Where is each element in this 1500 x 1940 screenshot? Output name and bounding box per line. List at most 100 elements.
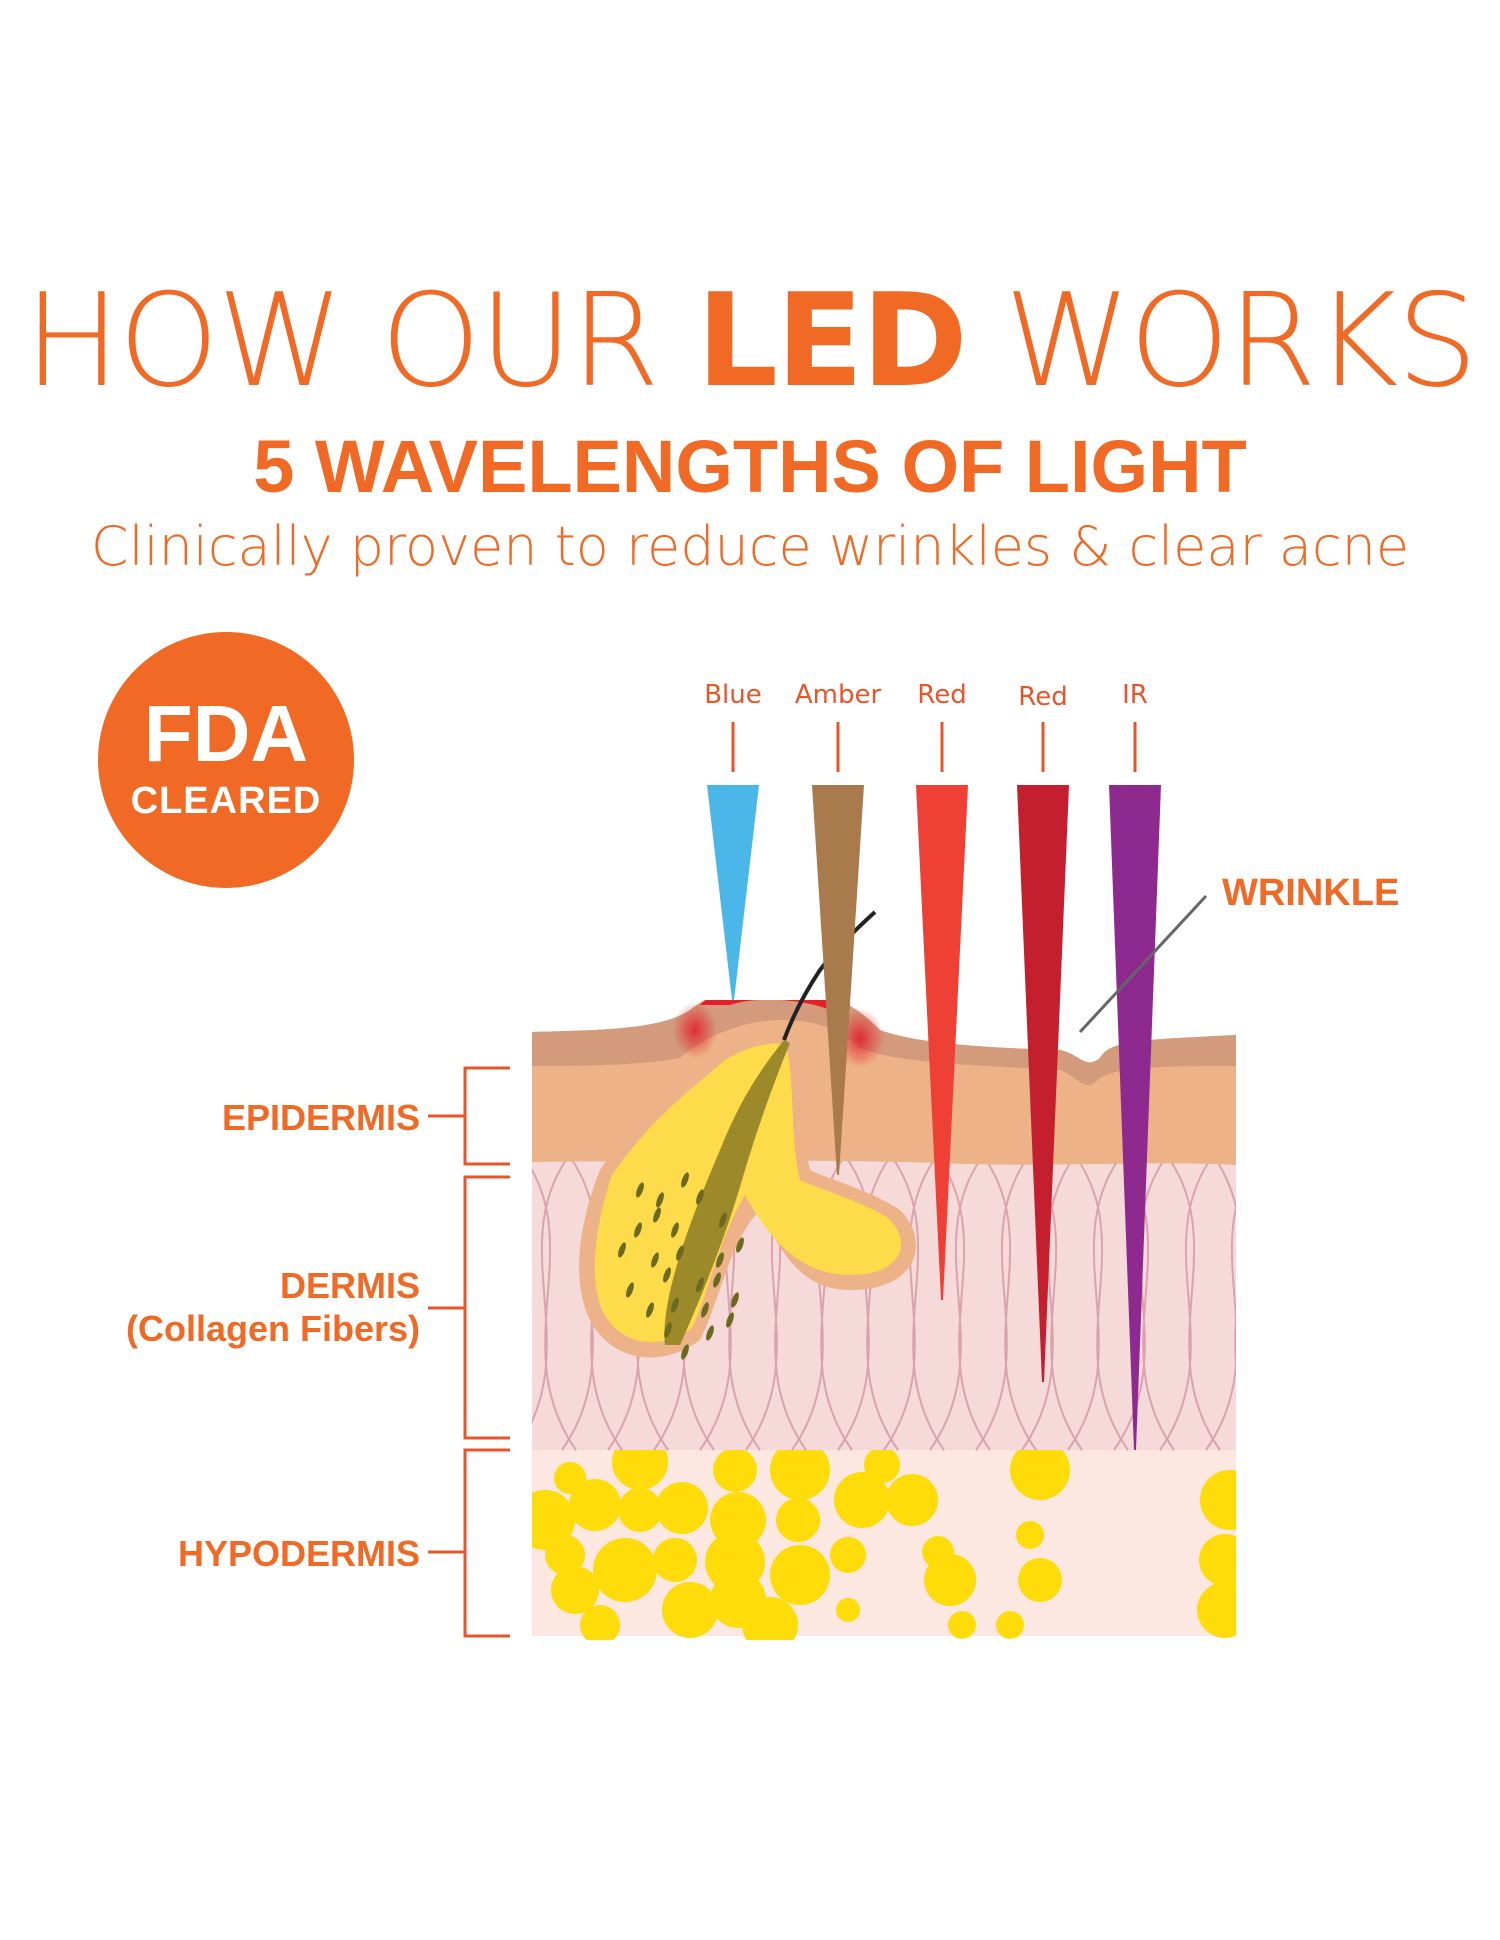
fat-cell <box>551 1566 599 1614</box>
layer-brackets <box>428 1066 510 1638</box>
hypodermis-layer <box>532 1434 1236 1640</box>
bacteria-dot <box>646 1302 654 1318</box>
wavelength-label: Red <box>1018 682 1068 712</box>
subtitle: 5 WAVELENGTHS OF LIGHT <box>253 425 1247 508</box>
collagen-fiber <box>929 1159 981 1451</box>
fat-cell <box>593 1538 657 1602</box>
bacteria-dot <box>719 1212 727 1228</box>
fat-cell <box>836 1598 860 1622</box>
bacteria-dot <box>736 1237 744 1253</box>
bacteria-dots <box>618 1172 744 1360</box>
fat-cell <box>886 1474 938 1526</box>
fat-cell <box>580 1605 620 1640</box>
fat-cell <box>742 1597 798 1640</box>
bacteria-dot <box>664 1322 672 1338</box>
bacteria-dot <box>634 1222 642 1238</box>
beam-red-2 <box>916 785 968 1300</box>
collagen-fiber <box>1169 1159 1221 1451</box>
light-beams <box>707 722 1161 1450</box>
fat-cell <box>864 1447 900 1483</box>
beam-amber-1 <box>812 785 864 1175</box>
collagen-fiber <box>1077 1159 1129 1451</box>
dermis-label: DERMIS (Collagen Fibers) <box>80 1264 420 1350</box>
fat-cell <box>1018 1558 1062 1602</box>
fat-cell <box>776 1498 820 1542</box>
collagen-fiber <box>1067 1159 1119 1451</box>
epidermis-label: EPIDERMIS <box>221 1097 420 1138</box>
fat-cell <box>1197 1582 1236 1638</box>
fat-cell <box>618 1488 662 1532</box>
bacteria-dot <box>656 1192 664 1208</box>
wavelength-label: Amber <box>794 680 882 710</box>
collagen-fiber <box>1252 1160 1302 1450</box>
beam-blue-0 <box>707 785 759 1000</box>
bacteria-dot <box>671 1297 679 1313</box>
collagen-fiber <box>1021 1159 1073 1451</box>
bacteria-dot <box>626 1282 634 1298</box>
fat-cell <box>545 1535 585 1575</box>
beam-ir-4 <box>1109 785 1161 1450</box>
wavelength-label: IR <box>1122 680 1148 710</box>
fat-cell <box>656 1482 708 1534</box>
badge-fda-text: FDA <box>143 689 309 778</box>
fat-cell <box>924 1554 976 1606</box>
bacteria-dot <box>731 1292 739 1308</box>
dermis-subtitle: (Collagen Fibers) <box>125 1308 420 1350</box>
bacteria-dot <box>701 1302 709 1318</box>
epidermis-bracket <box>463 1066 510 1166</box>
collagen-fiber <box>1205 1202 1236 1451</box>
hypodermis-bracket <box>463 1448 510 1638</box>
bacteria-dot <box>681 1172 689 1188</box>
badge-cleared-text: CLEARED <box>130 780 322 822</box>
bacteria-dot <box>716 1252 724 1268</box>
fat-cell <box>770 1545 830 1605</box>
fat-cell <box>770 1440 830 1500</box>
collagen-fiber <box>532 1159 567 1424</box>
fat-cell <box>1200 1470 1236 1530</box>
title-prefix: HOW OUR <box>24 267 697 416</box>
fat-cell <box>1199 1534 1236 1586</box>
hair-follicle <box>579 910 916 1360</box>
bacteria-dot <box>681 1344 689 1360</box>
collagen-fiber <box>893 1159 945 1451</box>
wrinkle-leader-line <box>1078 894 1208 1034</box>
collagen-fiber <box>470 1160 520 1450</box>
fat-cell <box>948 1611 976 1639</box>
page-title: HOW OUR LED WORKS <box>0 278 1500 406</box>
bacteria-dot <box>706 1325 714 1341</box>
fat-cell <box>830 1537 866 1573</box>
fat-cell <box>1010 1440 1070 1500</box>
title-suffix: WORKS <box>965 267 1477 416</box>
hypodermis-label: HYPODERMIS <box>177 1533 420 1574</box>
fat-cell <box>834 1472 890 1528</box>
collagen-fiber <box>883 1159 935 1451</box>
bacteria-dot <box>726 1312 734 1328</box>
wavelength-label: Red <box>917 680 967 710</box>
fat-cell <box>653 1538 697 1582</box>
fat-cell <box>1016 1521 1044 1549</box>
bacteria-dot <box>671 1222 679 1238</box>
collagen-fiber <box>480 1160 530 1450</box>
bacteria-dot <box>651 1252 659 1268</box>
fat-cell <box>532 1490 575 1550</box>
collagen-fiber <box>1215 1159 1236 1374</box>
title-bold: LED <box>696 267 967 416</box>
collagen-fiber <box>1262 1160 1312 1450</box>
bacteria-dot <box>618 1242 626 1258</box>
collagen-fiber <box>1159 1159 1211 1451</box>
collagen-fiber <box>939 1159 991 1451</box>
bacteria-dot <box>696 1189 704 1205</box>
fat-cell <box>996 1611 1024 1639</box>
fat-cell <box>713 1448 757 1492</box>
fda-cleared-badge: FDA CLEARED <box>98 632 354 888</box>
bacteria-dot <box>713 1272 721 1288</box>
dermis-bracket <box>463 1175 510 1440</box>
tagline: Clinically proven to reduce wrinkles & c… <box>90 515 1410 578</box>
bacteria-dot <box>676 1245 684 1261</box>
bacteria-dot <box>663 1267 671 1283</box>
beam-red-3 <box>1017 785 1069 1382</box>
fat-cell <box>662 1582 718 1638</box>
collagen-fiber <box>985 1159 1037 1451</box>
wavelength-label: Blue <box>704 680 762 710</box>
